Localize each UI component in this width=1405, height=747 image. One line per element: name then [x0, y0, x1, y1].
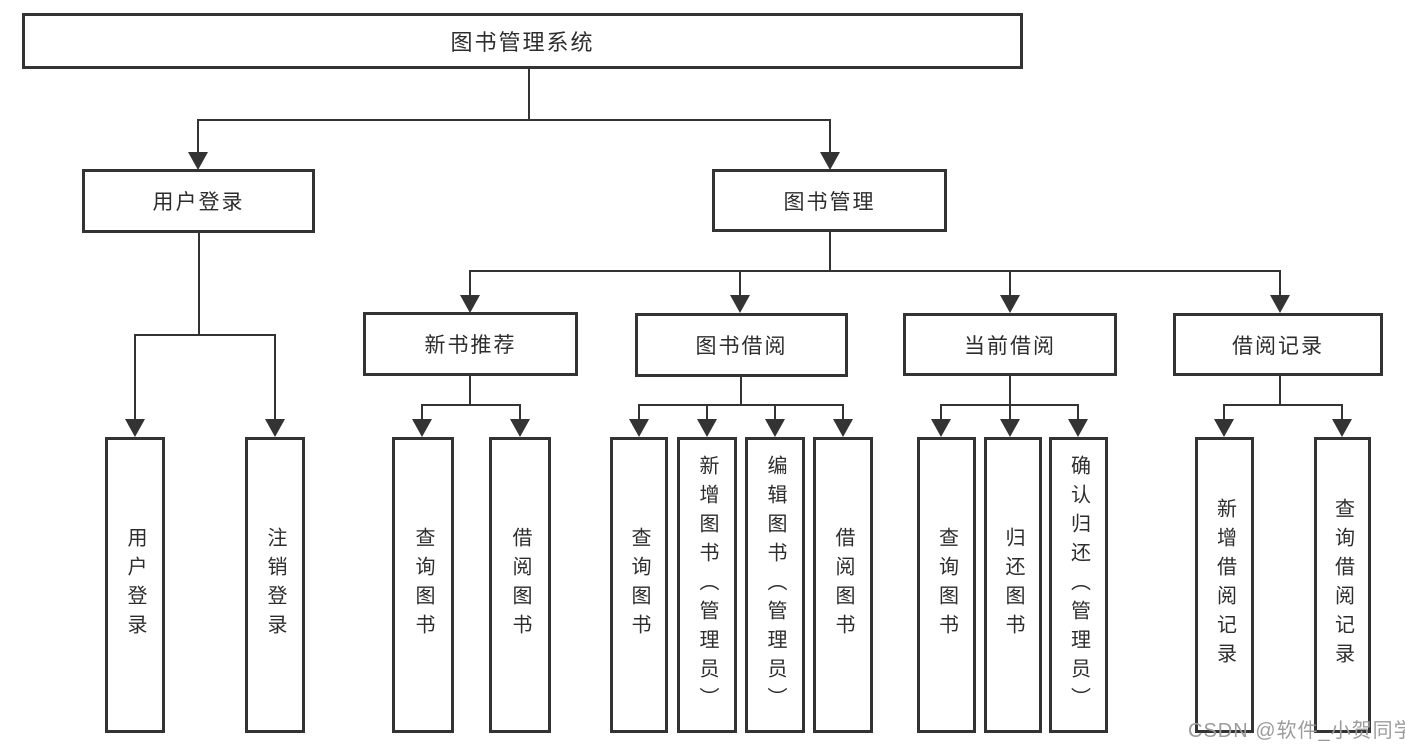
connector-line: [198, 233, 200, 336]
leaf-edit-books-admin: 编辑图书（管理员）: [745, 437, 805, 733]
arrow-down-icon: [412, 419, 432, 437]
node-label: 查询借阅记录: [1331, 498, 1354, 672]
node-label: 编辑图书（管理员）: [764, 454, 786, 716]
node-book-borrowing: 图书借阅: [635, 313, 848, 377]
connector-line: [1077, 404, 1079, 421]
connector-line: [469, 376, 471, 406]
arrow-down-icon: [460, 295, 480, 313]
leaf-add-borrow-record: 新增借阅记录: [1195, 437, 1254, 733]
arrow-down-icon: [1000, 295, 1020, 313]
connector-line: [1009, 404, 1011, 421]
leaf-confirm-return-admin: 确认归还（管理员）: [1049, 437, 1108, 733]
arrow-down-icon: [265, 419, 285, 437]
node-label: 借阅记录: [1232, 334, 1324, 358]
node-label: 当前借阅: [964, 334, 1056, 358]
arrow-down-icon: [1270, 295, 1290, 313]
connector-line: [739, 270, 741, 297]
connector-line: [134, 334, 276, 336]
node-label: 查询图书: [935, 527, 958, 643]
leaf-query-borrow-record: 查询借阅记录: [1314, 437, 1371, 733]
arrow-down-icon: [188, 152, 208, 170]
arrow-down-icon: [697, 419, 717, 437]
node-label: 确认归还（管理员）: [1067, 454, 1090, 716]
connector-line: [829, 119, 831, 154]
connector-line: [1279, 376, 1281, 406]
connector-line: [519, 404, 521, 421]
arrow-down-icon: [820, 152, 840, 170]
arrow-down-icon: [1000, 419, 1020, 437]
connector-line: [470, 270, 1281, 272]
leaf-query-books-borrow: 查询图书: [610, 437, 668, 733]
arrow-down-icon: [730, 295, 750, 313]
leaf-query-books-recommend: 查询图书: [392, 437, 454, 733]
arrow-down-icon: [125, 419, 145, 437]
arrow-down-icon: [833, 419, 853, 437]
connector-line: [1009, 376, 1011, 406]
node-new-book-recommendation: 新书推荐: [363, 312, 578, 376]
leaf-user-login: 用户登录: [105, 437, 165, 733]
connector-line: [197, 119, 199, 154]
node-label: 查询图书: [412, 527, 434, 643]
node-label: 图书管理: [783, 190, 876, 214]
arrow-down-icon: [765, 419, 785, 437]
leaf-return-books: 归还图书: [984, 437, 1042, 733]
arrow-down-icon: [1214, 419, 1234, 437]
connector-line: [274, 334, 276, 421]
leaf-borrow-books-recommend: 借阅图书: [489, 437, 551, 733]
connector-line: [1341, 404, 1343, 421]
node-label: 图书管理系统: [450, 30, 595, 55]
connector-line: [1009, 270, 1011, 297]
connector-line: [639, 404, 844, 406]
connector-line: [1279, 270, 1281, 297]
connector-line: [422, 404, 521, 406]
connector-line: [940, 404, 942, 421]
node-borrowing-records: 借阅记录: [1173, 313, 1383, 376]
node-label: 归还图书: [1002, 527, 1024, 643]
connector-line: [528, 69, 530, 121]
node-current-borrowing: 当前借阅: [903, 313, 1117, 376]
leaf-logout-login: 注销登录: [245, 437, 305, 733]
connector-line: [638, 404, 640, 421]
watermark: CSDN @软件_小贺同学: [1188, 720, 1405, 742]
arrow-down-icon: [629, 419, 649, 437]
node-user-login: 用户登录: [82, 169, 315, 233]
node-label: 用户登录: [124, 527, 146, 643]
arrow-down-icon: [931, 419, 951, 437]
connector-line: [469, 270, 471, 297]
connector-line: [740, 377, 742, 406]
arrow-down-icon: [510, 419, 530, 437]
node-label: 注销登录: [264, 527, 286, 643]
connector-line: [774, 404, 776, 421]
connector-line: [842, 404, 844, 421]
node-label: 查询图书: [628, 527, 650, 643]
arrow-down-icon: [1068, 419, 1088, 437]
leaf-query-books-current: 查询图书: [917, 437, 976, 733]
node-label: 新增图书（管理员）: [696, 454, 718, 716]
node-label: 用户登录: [152, 191, 245, 214]
arrow-down-icon: [1332, 419, 1352, 437]
node-label: 新增借阅记录: [1213, 498, 1236, 672]
node-label: 借阅图书: [832, 527, 854, 643]
connector-line: [706, 404, 708, 421]
node-label: 图书借阅: [695, 335, 788, 358]
node-label: 新书推荐: [424, 334, 517, 357]
connector-line: [197, 119, 831, 121]
node-book-management: 图书管理: [712, 169, 947, 232]
connector-line: [421, 404, 423, 421]
leaf-add-books-admin: 新增图书（管理员）: [677, 437, 737, 733]
leaf-borrow-books: 借阅图书: [813, 437, 873, 733]
node-label: 借阅图书: [509, 527, 531, 643]
connector-line: [134, 334, 136, 421]
node-library-management-system: 图书管理系统: [22, 13, 1023, 69]
connector-line: [829, 232, 831, 272]
connector-line: [1224, 404, 1343, 406]
connector-line: [1223, 404, 1225, 421]
